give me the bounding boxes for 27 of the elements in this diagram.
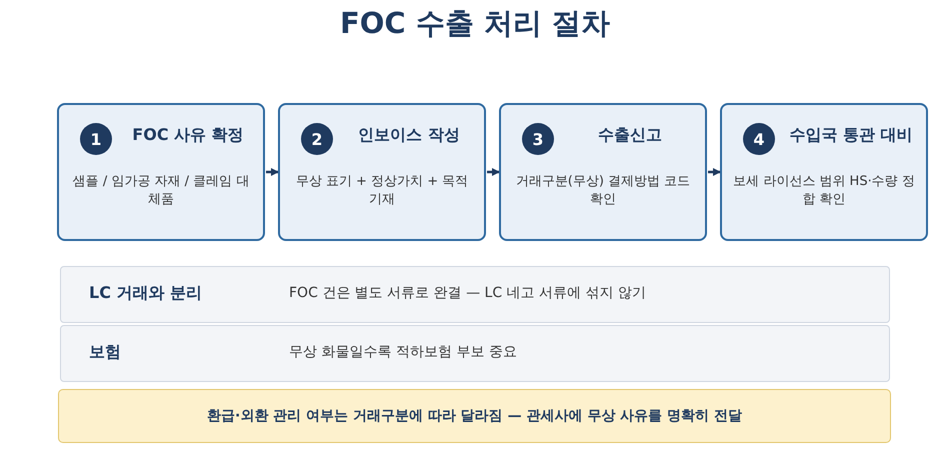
step-box xyxy=(499,103,707,241)
step-heading: 인보이스 작성 xyxy=(357,125,461,146)
step-number: 1 xyxy=(80,123,112,155)
step-number: 2 xyxy=(301,123,333,155)
step-heading: 수출신고 xyxy=(597,125,663,146)
info-row xyxy=(60,266,890,323)
step-description: 샘플 / 임가공 자재 / 클레임 대체품 xyxy=(72,173,250,209)
row-label: LC 거래와 분리 xyxy=(89,283,202,304)
step-box xyxy=(720,103,928,241)
arrow xyxy=(266,168,279,176)
step-heading: 수입국 통관 대비 xyxy=(788,125,914,146)
step-description: 보세 라이선스 범위 HS·수량 정합 확인 xyxy=(732,173,916,209)
info-row xyxy=(60,325,890,382)
row-text: FOC 건은 별도 서류로 완결 — LC 네고 서류에 섞지 않기 xyxy=(289,284,646,302)
step-number: 3 xyxy=(522,123,554,155)
step-number: 4 xyxy=(743,123,775,155)
arrow xyxy=(708,168,721,176)
step-box xyxy=(57,103,265,241)
arrow xyxy=(487,168,500,176)
step-box xyxy=(278,103,486,241)
note-banner: 환급·외환 관리 여부는 거래구분에 따라 달라짐 — 관세사에 무상 사유를 명확히 전달 xyxy=(58,389,891,443)
row-text: 무상 화물일수록 적하보험 부보 중요 xyxy=(289,343,517,361)
step-description: 거래구분(무상) 결제방법 코드 확인 xyxy=(514,173,692,209)
step-heading: FOC 사유 확정 xyxy=(131,125,245,146)
step-description: 무상 표기 + 정상가치 + 목적 기재 xyxy=(294,173,470,209)
row-label: 보험 xyxy=(89,342,121,363)
title: FOC 수출 처리 절차 xyxy=(338,5,612,42)
